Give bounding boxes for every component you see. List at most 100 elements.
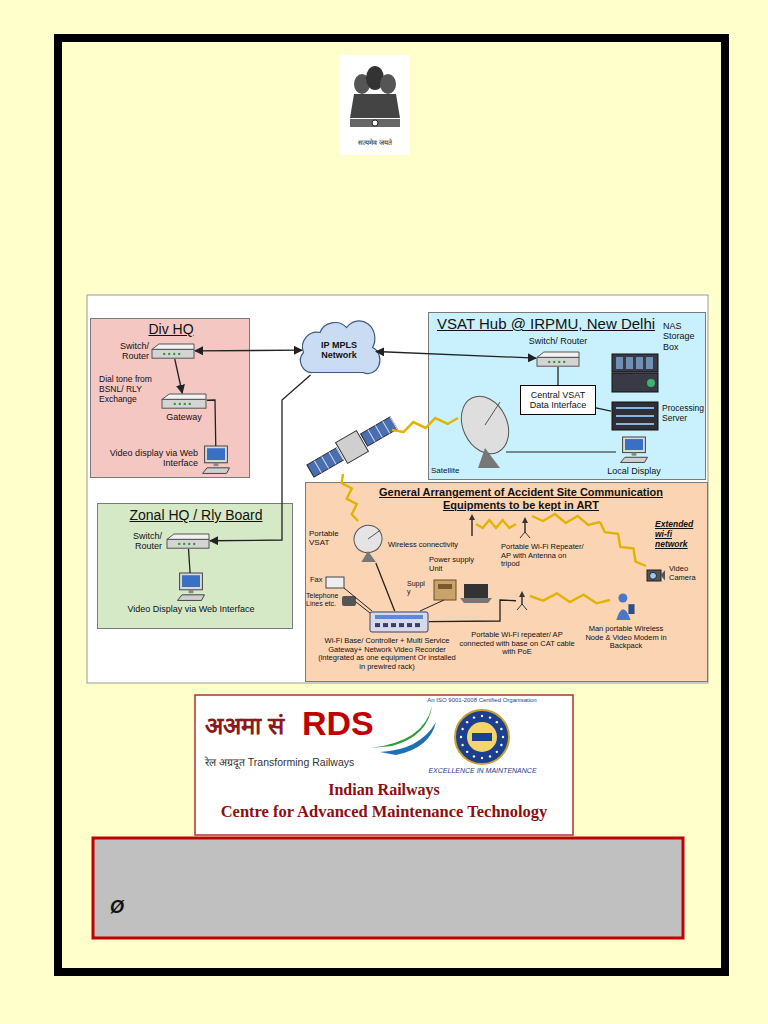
camera-hood bbox=[660, 570, 665, 580]
logo-tagline: रेल अग्रदूत Transforming Railways bbox=[205, 756, 415, 768]
backpack-node-icon: Man portable Wireless Node & Video Modem… bbox=[613, 593, 635, 621]
drive-bay bbox=[616, 357, 623, 369]
text-holder: Indian Railways bbox=[195, 781, 573, 799]
keyboard bbox=[178, 595, 205, 601]
panel-heading: Zonal HQ / Rly Board bbox=[98, 507, 294, 523]
connector-line bbox=[596, 408, 611, 411]
router-shape bbox=[536, 351, 580, 367]
text-holder: रेल अग्रदूत Transforming Railways bbox=[205, 756, 415, 768]
router-icon: Switch/ Router bbox=[166, 533, 210, 549]
annotation: Extended wi-fi network bbox=[655, 520, 706, 549]
device-label: Man portable Wireless Node & Video Modem… bbox=[579, 625, 673, 651]
connector-line bbox=[376, 563, 395, 611]
text-holder: Zonal HQ / Rly Board bbox=[98, 507, 294, 523]
satellite bbox=[304, 413, 399, 482]
router-front bbox=[162, 399, 206, 408]
connector-line bbox=[207, 400, 216, 446]
annotation: Satellite bbox=[431, 466, 473, 475]
monitor-case bbox=[180, 573, 203, 590]
backpack bbox=[628, 604, 634, 614]
connector-line bbox=[376, 352, 536, 359]
dish-stand bbox=[361, 551, 376, 562]
panel-heading: VSAT Hub @ IRPMU, New Delhi bbox=[437, 315, 699, 332]
badge-star bbox=[496, 751, 498, 753]
monitor-screen bbox=[182, 575, 200, 587]
computer-icon: Video display via Web Interface bbox=[201, 446, 231, 474]
monitor-case bbox=[205, 446, 228, 463]
tripod-legs bbox=[517, 604, 527, 610]
solar-panel bbox=[361, 417, 397, 446]
power-unit-icon: Power supply Unit bbox=[433, 579, 457, 601]
interface-box: Central VSAT Data Interface bbox=[520, 385, 596, 415]
antenna-shape bbox=[519, 517, 531, 539]
antenna-shape bbox=[516, 591, 528, 611]
wireless-link bbox=[476, 520, 516, 528]
device-label: Local Display bbox=[599, 466, 669, 476]
device-label: Video display via Web Interface bbox=[103, 448, 198, 469]
solar-panel bbox=[307, 448, 343, 477]
panel-heading: Div HQ bbox=[91, 321, 251, 337]
server-shape bbox=[611, 401, 659, 431]
text-holder: Div HQ bbox=[91, 321, 251, 337]
text-holder: Portable Wi-Fi repeater/ AP connected wi… bbox=[456, 631, 578, 657]
base-port bbox=[407, 623, 412, 627]
wireless-link bbox=[530, 593, 610, 603]
router-top bbox=[167, 534, 209, 539]
server-slot bbox=[616, 407, 654, 409]
monitor-case bbox=[623, 437, 646, 453]
base-unit-icon: Wi-Fi Base/ Controller + Multi Service G… bbox=[369, 611, 429, 633]
camera-shape bbox=[646, 567, 666, 583]
device-label: Wi-Fi Base/ Controller + Multi Service G… bbox=[317, 637, 457, 672]
organisation-name: Indian Railways bbox=[195, 781, 573, 799]
camera-lens bbox=[650, 572, 657, 579]
text-holder: Telephone Lines etc. bbox=[306, 592, 342, 608]
dish-wire bbox=[506, 451, 616, 452]
text-holder: Power supply Unit bbox=[429, 556, 475, 573]
base-port bbox=[399, 623, 404, 627]
base-case bbox=[370, 612, 428, 632]
router-light bbox=[173, 353, 175, 355]
keyboard bbox=[203, 468, 230, 474]
power-cable bbox=[420, 600, 444, 611]
device-label: Video Camera bbox=[669, 565, 707, 582]
router-front bbox=[152, 349, 194, 358]
fax-icon bbox=[326, 577, 344, 588]
panel-grid bbox=[390, 417, 397, 429]
footer-mark: Ø bbox=[110, 897, 140, 918]
badge-star bbox=[466, 721, 468, 723]
dish-feed bbox=[485, 402, 500, 425]
badge-star bbox=[481, 715, 483, 717]
wireless-link bbox=[600, 522, 646, 566]
router-top bbox=[537, 352, 579, 357]
footer-box bbox=[93, 838, 683, 938]
device-label: NAS Storage Box bbox=[663, 321, 705, 352]
base-panel bbox=[375, 615, 423, 619]
badge-star bbox=[473, 755, 475, 757]
device-label: Power supply Unit bbox=[429, 556, 475, 573]
device-label: Gateway bbox=[159, 412, 209, 422]
connector-line bbox=[175, 359, 182, 393]
badge-text: An ISO 9001-2008 Certified Organisation bbox=[417, 697, 547, 704]
text-holder: NAS Storage Box bbox=[663, 321, 705, 352]
annotation: Dial tone from BSNL/ RLY Exchange bbox=[99, 375, 157, 404]
badge-star bbox=[460, 736, 462, 738]
server-case bbox=[612, 402, 658, 430]
router-light bbox=[189, 403, 191, 405]
device-label: Switch/ Router bbox=[105, 341, 149, 362]
badge-text: EXCELLENCE IN MAINTENANCE bbox=[425, 767, 540, 775]
monitor-screen bbox=[625, 439, 643, 450]
badge-star bbox=[481, 757, 483, 759]
badge-star bbox=[489, 716, 491, 718]
text-holder: Man portable Wireless Node & Video Modem… bbox=[579, 625, 673, 651]
text-holder: Satellite bbox=[431, 466, 473, 475]
text-holder: Ø bbox=[110, 897, 140, 918]
device-label: Suppl y bbox=[407, 580, 429, 596]
emblem-ground bbox=[340, 55, 410, 155]
storage-icon: NAS Storage Box bbox=[611, 353, 659, 393]
monitor-stand bbox=[632, 453, 637, 456]
wireless-antenna bbox=[471, 518, 473, 536]
logo-text: अअमा सं bbox=[205, 712, 301, 740]
pc-shape bbox=[619, 437, 649, 463]
